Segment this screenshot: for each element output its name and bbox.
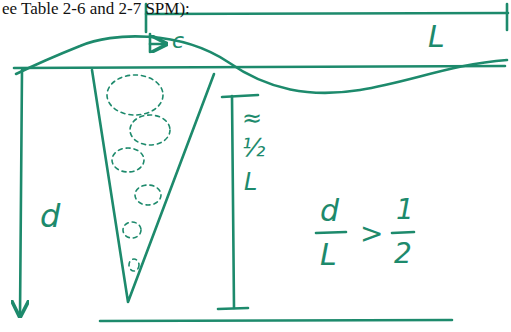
fraction-bar [316,232,346,233]
cut-off-note: ee Table 2-6 and 2-7 SPM): [2,0,190,17]
fraction-denominator: L [320,240,337,270]
orbital-zone [92,70,214,302]
wavelength-label: L [428,22,445,52]
depth-arrow [20,70,22,316]
half-fraction: ½ [242,136,265,160]
fraction-numerator: 1 [396,196,414,224]
depth-label: d [40,200,60,232]
fraction-denominator: 2 [394,240,412,268]
wavelength-label: L [244,170,257,194]
orbital-circles [107,75,170,271]
comparison-sign: > [360,220,383,248]
fraction-numerator: d [320,196,339,226]
fraction-bar [392,232,414,233]
still-water-line [14,66,505,68]
sea-bed [100,320,452,321]
wavelength-bracket [146,4,508,32]
celerity-label: c [172,30,184,52]
approx-sign: ≈ [242,106,262,130]
